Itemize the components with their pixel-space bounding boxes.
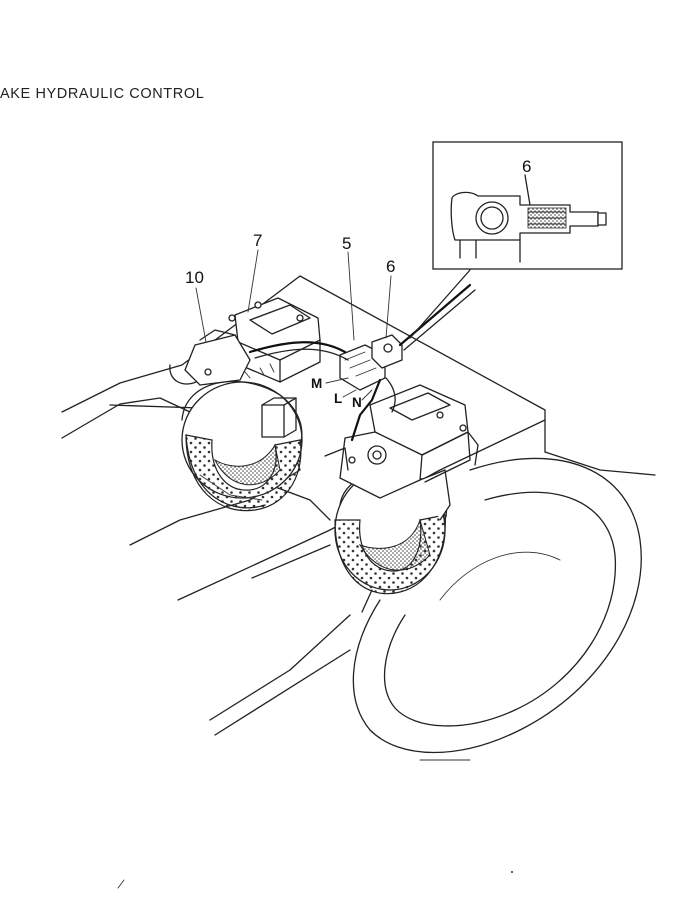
page-title: AKE HYDRAULIC CONTROL — [0, 86, 205, 102]
right-brake-band — [334, 469, 451, 613]
callout-l: L — [334, 391, 342, 406]
right-control-unit — [324, 384, 479, 499]
callout-6-inset: 6 — [522, 157, 531, 176]
left-brake-band — [181, 380, 303, 512]
hydraulic-piping — [248, 269, 476, 442]
valve-block — [339, 334, 403, 391]
callout-n: N — [352, 395, 362, 410]
stray-mark — [117, 879, 125, 889]
callout-7: 7 — [253, 231, 262, 250]
callout-5: 5 — [342, 234, 351, 253]
callout-6: 6 — [386, 257, 395, 276]
callout-10: 10 — [185, 268, 204, 287]
inset-detail — [432, 141, 623, 270]
leader-lines — [195, 249, 392, 401]
callout-m: M — [311, 376, 322, 391]
crawler-track — [352, 457, 642, 761]
stray-dot — [511, 871, 513, 873]
